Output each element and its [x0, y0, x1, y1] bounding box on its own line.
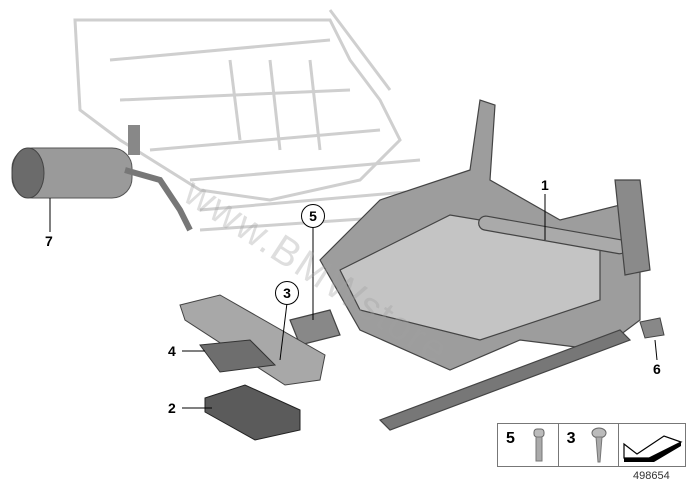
- part-2-bracket: [204, 384, 301, 441]
- arrow-icon: [623, 435, 683, 462]
- legend-number: 3: [566, 430, 576, 447]
- ghost-seat-frame: [73, 9, 431, 232]
- legend-item-3: 3: [559, 424, 620, 466]
- callout-2: 2: [168, 400, 176, 416]
- legend-item-arrow: [619, 424, 685, 466]
- screw-icon: [591, 427, 607, 463]
- callout-6: 6: [653, 361, 661, 377]
- callout-5: 5: [301, 204, 325, 228]
- legend-number: 5: [506, 430, 515, 447]
- bolt-icon: [533, 428, 545, 462]
- callout-3: 3: [275, 281, 299, 305]
- part-4-trim: [199, 339, 277, 373]
- part-1-seat-frame: [289, 99, 651, 431]
- callout-4: 4: [168, 343, 176, 359]
- part-3-cover: [179, 294, 326, 386]
- fastener-legend: 5 3: [497, 423, 686, 467]
- leader-lines: [49, 194, 658, 409]
- part-7-motor: [11, 125, 193, 232]
- part-6-clip: [639, 317, 665, 339]
- callout-1: 1: [541, 177, 549, 193]
- legend-item-5: 5: [498, 424, 559, 466]
- diagram-number: 498654: [633, 470, 670, 482]
- callout-7: 7: [45, 233, 53, 249]
